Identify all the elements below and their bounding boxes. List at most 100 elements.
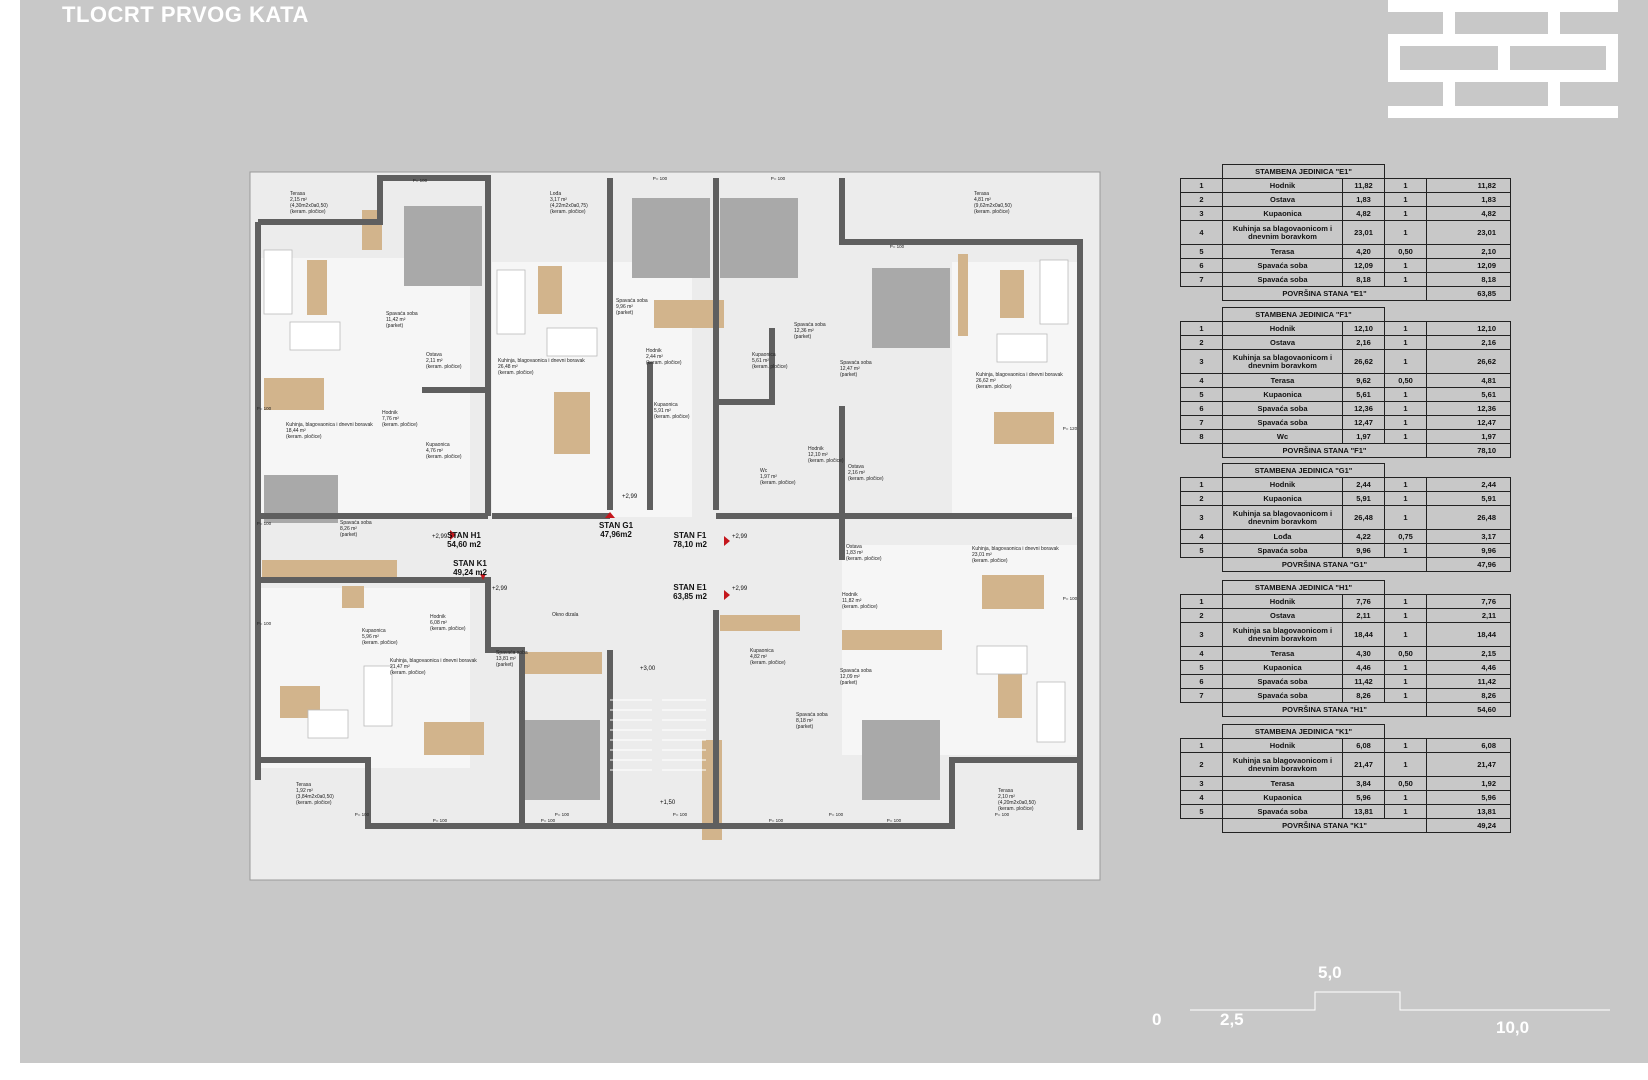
table-cell: 18,44 [1426,622,1511,647]
room-finish: (parket) [496,662,514,668]
table-total-value: 63,85 [1426,286,1511,301]
table-cell: Hodnik [1222,178,1343,193]
room-name: Hodnik [842,592,858,598]
table-cell: 12,10 [1426,321,1511,336]
table-total-value: 78,10 [1426,443,1511,458]
page-title: TLOCRT PRVOG KATA [62,2,309,27]
table-cell: 1 [1180,321,1223,336]
room-finish: (parket) [840,372,858,378]
room-area: 4,81 m² [974,197,991,203]
table-cell: 23,01 [1342,220,1385,245]
table-cell: 11,42 [1426,674,1511,689]
room-finish: (keram. pločice) [808,458,844,464]
room-finish: (keram. pločice) [752,364,788,370]
table-cell: Kupaonica [1222,790,1343,805]
room-name: Lođa [550,191,561,197]
table-cell: 2,11 [1426,608,1511,623]
room-area: 5,91 m² [654,408,671,414]
table-cell: Kupaonica [1222,491,1343,506]
level-mark: +2,99 [732,534,748,540]
table-cell: 12,36 [1426,401,1511,416]
unit-area: 54,60 m2 [447,540,481,549]
room-area: 9,96 m² [616,304,633,310]
table-cell: 1 [1384,660,1427,675]
room-finish: (keram. pločice) [974,209,1010,215]
room-finish: (keram. pločice) [430,626,466,632]
table-cell: 5 [1180,660,1223,675]
room-area: 1,83 m² [846,550,863,556]
table-total-label: POVRŠINA STANA "G1" [1222,557,1427,572]
room-area: 1,92 m² [296,788,313,794]
table-cell: Kuhinja sa blagovaonicom i dnevnim borav… [1222,752,1343,777]
table-cell: 3,17 [1426,529,1511,544]
scale-label-0: 0 [1152,1010,1162,1029]
table-cell: 1 [1384,491,1427,506]
table-total-label: POVRŠINA STANA "H1" [1222,702,1427,717]
room-area: 21,47 m² [390,664,410,670]
table-cell: 4,82 [1426,206,1511,221]
table-cell: 2 [1180,608,1223,623]
table-total-row: POVRŠINA STANA "E1"63,85 [1181,286,1511,301]
table-cell: 2,16 [1426,335,1511,350]
table-cell: 1 [1384,738,1427,753]
scale-label-5: 5,0 [1318,963,1342,982]
table-total-label: POVRŠINA STANA "F1" [1222,443,1427,458]
table-cell: 26,48 [1426,505,1511,530]
table-cell: Hodnik [1222,738,1343,753]
table-cell: 5 [1180,804,1223,819]
room-area: 3,17 m² [550,197,567,203]
table-cell: 4 [1180,529,1223,544]
table-cell: 2 [1180,491,1223,506]
table-cell: 1 [1384,387,1427,402]
table-cell: 12,47 [1342,415,1385,430]
staircase [610,699,706,771]
level-mark: +2,99 [732,586,748,592]
table-cell: 5,61 [1426,387,1511,402]
table-cell: 1 [1180,178,1223,193]
table-cell: 3 [1180,206,1223,221]
table-cell: 12,10 [1342,321,1385,336]
table-cell: 1 [1180,594,1223,609]
table-cell: 3 [1180,622,1223,647]
table-total-value: 49,24 [1426,818,1511,833]
table-cell: 7 [1180,688,1223,703]
table-cell: 21,47 [1426,752,1511,777]
table-cell: 4 [1180,220,1223,245]
table-cell: 12,09 [1342,258,1385,273]
table-cell: 4 [1180,373,1223,388]
unit-label: STAN G1 [599,521,634,530]
table-cell: Spavaća soba [1222,258,1343,273]
room-name: Spavaća soba [340,520,372,526]
table-cell: Terasa [1222,646,1343,661]
table-cell: 1,97 [1342,429,1385,444]
room-name: Ostava [846,544,862,550]
table-title: STAMBENA JEDINICA "G1" [1222,463,1385,478]
table-cell: 7 [1180,272,1223,287]
table-cell: 9,62 [1342,373,1385,388]
room-name: Kupaonica [750,648,774,654]
room-area: 11,82 m² [842,598,862,604]
table-total-label: POVRŠINA STANA "E1" [1222,286,1427,301]
room-name: Okno dizala [552,612,579,618]
room-detail: (4,20m2x0a0,50) [998,800,1036,806]
table-cell: 11,82 [1342,178,1385,193]
table-cell: Kupaonica [1222,660,1343,675]
table-cell: 8,18 [1426,272,1511,287]
table-cell: 1 [1384,622,1427,647]
room-finish: (keram. pločice) [750,660,786,666]
room-name: Hodnik [382,410,398,416]
room-finish: (keram. pločice) [426,454,462,460]
dimension-mark: P= 100 [257,621,272,626]
